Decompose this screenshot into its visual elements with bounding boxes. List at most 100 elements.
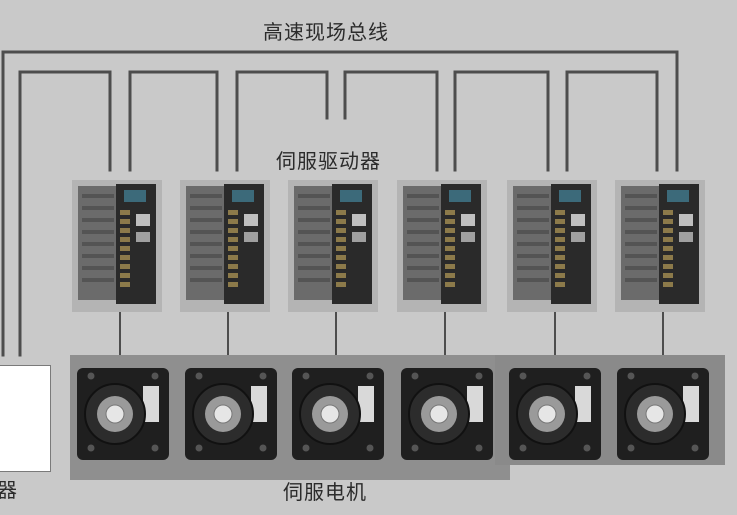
bus-wire — [18, 70, 112, 357]
network-port — [679, 214, 693, 226]
drive-display — [124, 190, 146, 202]
bus-wire — [565, 70, 659, 172]
terminal-screw — [336, 246, 346, 251]
heatsink-fin — [407, 206, 439, 210]
network-port — [352, 214, 366, 226]
terminal-screw — [120, 219, 130, 224]
terminal-screw — [555, 255, 565, 260]
heatsink-fin — [190, 230, 222, 234]
mounting-hole — [411, 372, 419, 380]
heatsink-fin — [407, 194, 439, 198]
terminal-screw — [228, 210, 238, 215]
mounting-hole — [691, 372, 699, 380]
controller-box — [0, 365, 51, 472]
mounting-hole — [583, 444, 591, 452]
heatsink-fin — [190, 206, 222, 210]
heatsink-fin — [517, 206, 549, 210]
mounting-hole — [151, 444, 159, 452]
terminal-screw — [120, 246, 130, 251]
heatsink-fin — [517, 266, 549, 270]
terminal-screw — [663, 255, 673, 260]
heatsink-fin — [298, 254, 330, 258]
terminal-screw — [120, 210, 130, 215]
terminal-screw — [120, 237, 130, 242]
servo-drive — [397, 180, 487, 312]
network-port — [136, 214, 150, 226]
heatsink-fin — [298, 194, 330, 198]
heatsink-fin — [407, 242, 439, 246]
servo-motor — [77, 368, 169, 460]
terminal-screw — [445, 237, 455, 242]
bus-label: 高速现场总线 — [263, 20, 389, 44]
encoder-port — [136, 232, 150, 242]
terminal-screw — [663, 228, 673, 233]
terminal-screw — [663, 273, 673, 278]
terminal-screw — [663, 219, 673, 224]
terminal-screw — [663, 237, 673, 242]
heatsink-fin — [407, 254, 439, 258]
heatsink-fin — [407, 230, 439, 234]
servo-drive — [507, 180, 597, 312]
heatsink-fin — [298, 266, 330, 270]
terminal-screw — [336, 228, 346, 233]
mounting-hole — [411, 444, 419, 452]
terminal-screw — [445, 282, 455, 287]
heatsink-fin — [82, 230, 114, 234]
bus-wire — [343, 70, 439, 172]
heatsink-fin — [298, 218, 330, 222]
terminal-screw — [555, 264, 565, 269]
heatsink-fin — [407, 218, 439, 222]
terminal-screw — [445, 255, 455, 260]
heatsink-fin — [190, 266, 222, 270]
heatsink-fin — [625, 194, 657, 198]
terminal-screw — [445, 219, 455, 224]
heatsink-fin — [190, 242, 222, 246]
heatsink-fin — [625, 230, 657, 234]
terminal-screw — [555, 228, 565, 233]
drive-display — [340, 190, 362, 202]
terminal-screw — [120, 228, 130, 233]
terminal-screw — [228, 273, 238, 278]
mounting-hole — [195, 444, 203, 452]
heatsink-fin — [190, 278, 222, 282]
heatsink-fin — [625, 278, 657, 282]
bus-wire — [1, 50, 679, 357]
motor-nameplate — [467, 386, 483, 422]
heatsink-fin — [190, 254, 222, 258]
heatsink-fin — [625, 206, 657, 210]
encoder-port — [679, 232, 693, 242]
terminal-screw — [663, 282, 673, 287]
terminal-screw — [228, 237, 238, 242]
motor-shaft — [213, 404, 233, 424]
terminal-screw — [555, 210, 565, 215]
heatsink-fin — [625, 254, 657, 258]
encoder-port — [571, 232, 585, 242]
mounting-hole — [475, 372, 483, 380]
heatsink-fin — [82, 254, 114, 258]
terminal-screw — [663, 210, 673, 215]
drive-display — [449, 190, 471, 202]
network-port — [571, 214, 585, 226]
terminal-screw — [555, 219, 565, 224]
heatsink-fin — [298, 278, 330, 282]
motor-shaft — [320, 404, 340, 424]
bus-wire — [453, 70, 550, 172]
heatsink-fin — [82, 206, 114, 210]
motors-label: 伺服电机 — [283, 480, 367, 504]
network-port — [244, 214, 258, 226]
terminal-screw — [555, 273, 565, 278]
terminal-screw — [336, 282, 346, 287]
mounting-hole — [627, 372, 635, 380]
terminal-screw — [663, 246, 673, 251]
mounting-hole — [519, 444, 527, 452]
motor-shaft — [105, 404, 125, 424]
servo-motor — [292, 368, 384, 460]
mounting-hole — [302, 372, 310, 380]
heatsink-fin — [407, 278, 439, 282]
terminal-screw — [555, 237, 565, 242]
servo-drive — [180, 180, 270, 312]
heatsink-fin — [298, 242, 330, 246]
servo-drive — [72, 180, 162, 312]
